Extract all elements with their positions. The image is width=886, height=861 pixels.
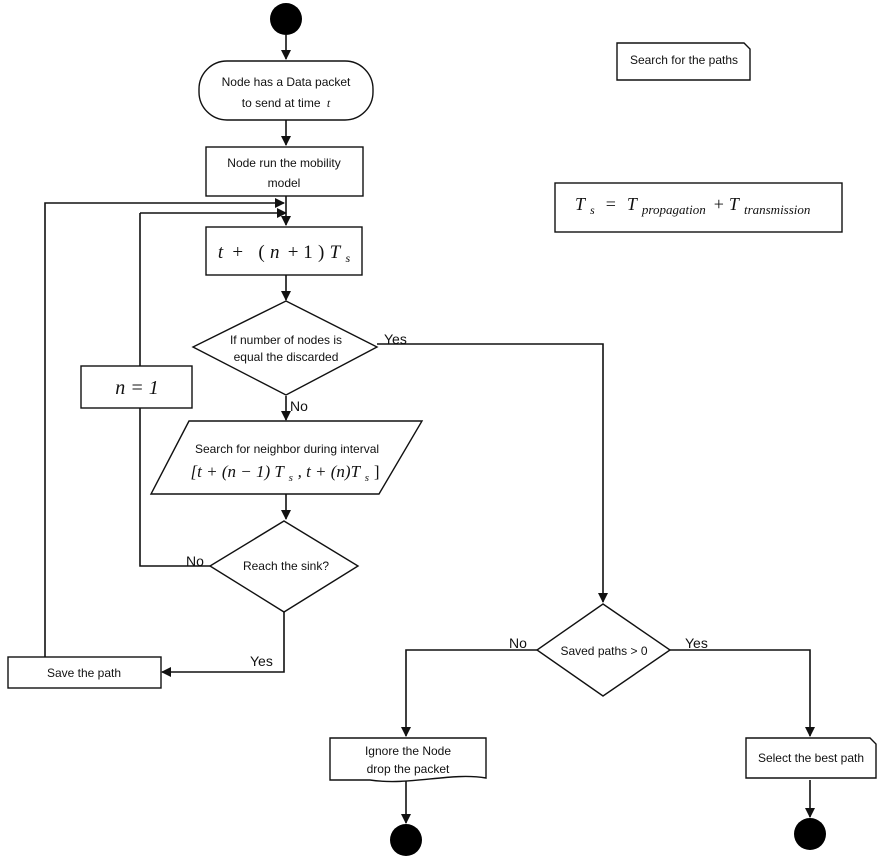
f-prop: T bbox=[627, 194, 639, 214]
tu-open: ( bbox=[258, 242, 264, 263]
f-eq: = bbox=[606, 194, 616, 214]
f-plus: + bbox=[714, 194, 724, 214]
arrow-sink-yes bbox=[161, 612, 285, 677]
select-best-box: Select the best path bbox=[745, 737, 877, 779]
tu-T: T bbox=[330, 242, 342, 263]
f-s: s bbox=[590, 203, 595, 217]
edge-label-sink-no: No bbox=[186, 553, 204, 569]
time-update-box: t + ( n + 1 ) T s bbox=[205, 226, 363, 276]
tu-plus: + bbox=[232, 242, 243, 263]
start-node-box: Node has a Data packet to send at time t bbox=[198, 60, 374, 121]
search-neighbor-box: Search for neighbor during interval [t +… bbox=[149, 420, 424, 495]
f-trans: T bbox=[729, 194, 741, 214]
decision-discarded-line1: If number of nodes is bbox=[230, 333, 342, 347]
si-close: ] bbox=[374, 462, 380, 481]
tu-s: s bbox=[346, 251, 351, 265]
tu-close: ) bbox=[318, 242, 324, 263]
start-node-line1: Node has a Data packet bbox=[222, 75, 351, 89]
time-update-formula: t + ( n + 1 ) T s bbox=[218, 242, 351, 265]
decision-discarded: If number of nodes is equal the discarde… bbox=[191, 300, 379, 396]
tu-t: t bbox=[218, 242, 224, 263]
start-terminal bbox=[270, 3, 302, 35]
tu-n: n bbox=[270, 242, 280, 263]
mobility-box: Node run the mobility model bbox=[205, 146, 364, 197]
connectors bbox=[44, 35, 815, 824]
decision-discarded-line2: equal the discarded bbox=[234, 350, 339, 364]
search-neighbor-line1: Search for neighbor during interval bbox=[195, 442, 379, 456]
edge-label-saved-no: No bbox=[509, 635, 527, 651]
edge-label-saved-yes: Yes bbox=[685, 635, 708, 651]
start-node-line2: to send at time t bbox=[242, 96, 331, 110]
f-T: T bbox=[575, 194, 587, 214]
si-s2: s bbox=[365, 472, 369, 484]
select-best-text: Select the best path bbox=[758, 751, 864, 765]
edge-label-discarded-yes: Yes bbox=[384, 331, 407, 347]
n-reset-text: n = 1 bbox=[115, 377, 159, 399]
decision-reach-sink: Reach the sink? bbox=[208, 520, 360, 613]
ignore-line2: drop the packet bbox=[367, 762, 450, 776]
mobility-line1: Node run the mobility bbox=[227, 156, 340, 170]
f-trans-sub: transmission bbox=[744, 202, 810, 217]
mobility-line2: model bbox=[268, 176, 301, 190]
n-reset-box: n = 1 bbox=[80, 365, 193, 409]
search-paths-text: Search for the paths bbox=[630, 53, 738, 67]
decision-saved-paths: Saved paths > 0 bbox=[535, 603, 672, 697]
start-node-var: t bbox=[327, 96, 331, 110]
arrow-saved-yes bbox=[670, 649, 815, 737]
formula-box: T s = T propagation + T transmission bbox=[554, 182, 843, 233]
search-paths-box: Search for the paths bbox=[616, 42, 751, 81]
end-terminal-select bbox=[794, 818, 826, 850]
line-sink-no bbox=[139, 395, 210, 567]
arrow-save-loop bbox=[44, 198, 285, 657]
ignore-node-box: Ignore the Node drop the packet bbox=[329, 737, 487, 783]
save-path-box: Save the path bbox=[7, 656, 162, 689]
si-part1: [t + (n − 1) T bbox=[191, 462, 286, 481]
end-terminal-ignore bbox=[390, 824, 422, 856]
edge-label-discarded-no: No bbox=[290, 398, 308, 414]
saved-paths-text: Saved paths > 0 bbox=[560, 644, 647, 658]
ignore-line1: Ignore the Node bbox=[365, 744, 451, 758]
si-mid: , t + (n)T bbox=[298, 462, 362, 481]
edge-label-sink-yes: Yes bbox=[250, 653, 273, 669]
start-node-line2-text: to send at time bbox=[242, 96, 321, 110]
si-s1: s bbox=[289, 472, 293, 484]
search-interval: [t + (n − 1) T s , t + (n)T s ] bbox=[191, 462, 380, 485]
arrow-decision-yes bbox=[377, 343, 608, 603]
tu-plus1: + 1 bbox=[288, 242, 313, 263]
f-prop-sub: propagation bbox=[641, 202, 706, 217]
reach-sink-text: Reach the sink? bbox=[243, 559, 329, 573]
save-path-text: Save the path bbox=[47, 666, 121, 680]
arrow-saved-no bbox=[401, 649, 537, 737]
formula-text: T s = T propagation + T transmission bbox=[575, 194, 810, 218]
